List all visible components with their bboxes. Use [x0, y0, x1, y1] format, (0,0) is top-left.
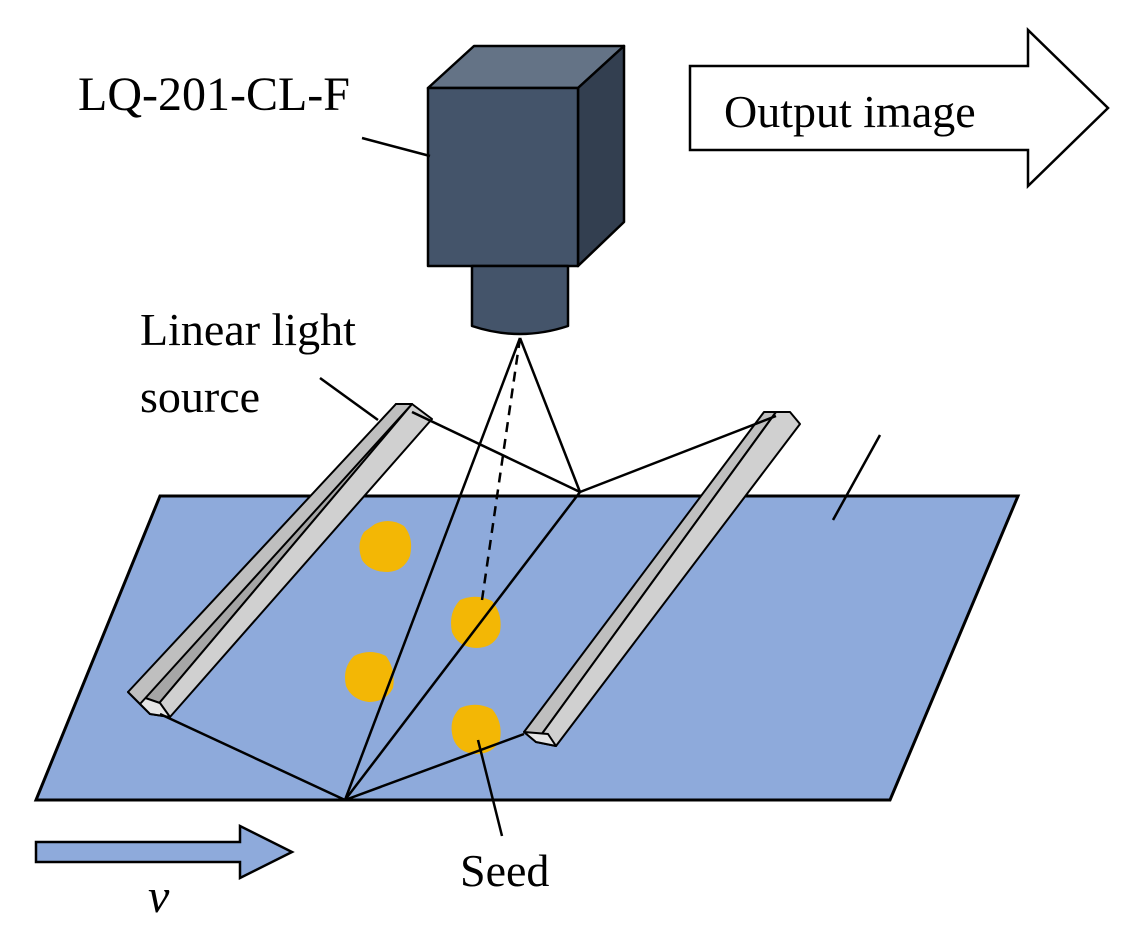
light-source-leader-line [319, 376, 379, 422]
light-bar-left-side [127, 403, 413, 705]
seed [451, 596, 501, 648]
camera-leader-line [361, 136, 431, 158]
light-bar-left [127, 403, 433, 718]
light-bar-right-top [535, 411, 801, 747]
light-bar-right [523, 411, 801, 747]
seed-leader-line [476, 739, 504, 837]
light-source-label-line2: source [140, 371, 260, 422]
light-paths [159, 337, 777, 802]
velocity-label: v [148, 870, 170, 923]
output-image-label: Output image [724, 86, 976, 137]
light-source-label-line1: Linear light [140, 304, 356, 355]
camera-front [426, 86, 580, 268]
seeds [345, 520, 501, 754]
belt-marker-line [831, 434, 882, 521]
seed [451, 704, 501, 754]
seed [345, 652, 394, 702]
output-arrow-icon [688, 27, 1110, 189]
seed [359, 520, 412, 572]
seed-label: Seed [460, 845, 549, 896]
line-scan-camera-icon [426, 44, 626, 336]
camera-lens [470, 264, 570, 336]
camera-model-label: LQ-201-CL-F [78, 68, 350, 121]
motion-arrow-icon [34, 823, 295, 881]
light-bar-right-end [523, 731, 557, 747]
